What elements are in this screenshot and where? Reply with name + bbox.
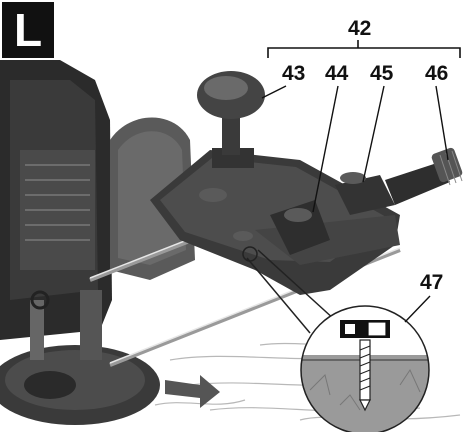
callout-44: 44 — [325, 62, 349, 85]
panel-label: L — [2, 2, 54, 58]
leader-lines — [261, 85, 449, 323]
router — [0, 60, 195, 425]
callout-46: 46 — [425, 62, 449, 85]
fine-adjust-46 — [385, 147, 463, 205]
callout-43: 43 — [282, 62, 306, 85]
circle-guide — [150, 148, 400, 295]
callout-42: 42 — [348, 17, 372, 40]
wing-nuts — [199, 172, 366, 241]
callout-45: 45 — [370, 62, 394, 85]
arrow-right-icon — [165, 375, 220, 408]
callout-47: 47 — [420, 271, 444, 294]
magnifier-circle-icon — [242, 246, 430, 432]
knob-43 — [197, 71, 265, 155]
bracket-42 — [267, 40, 461, 58]
